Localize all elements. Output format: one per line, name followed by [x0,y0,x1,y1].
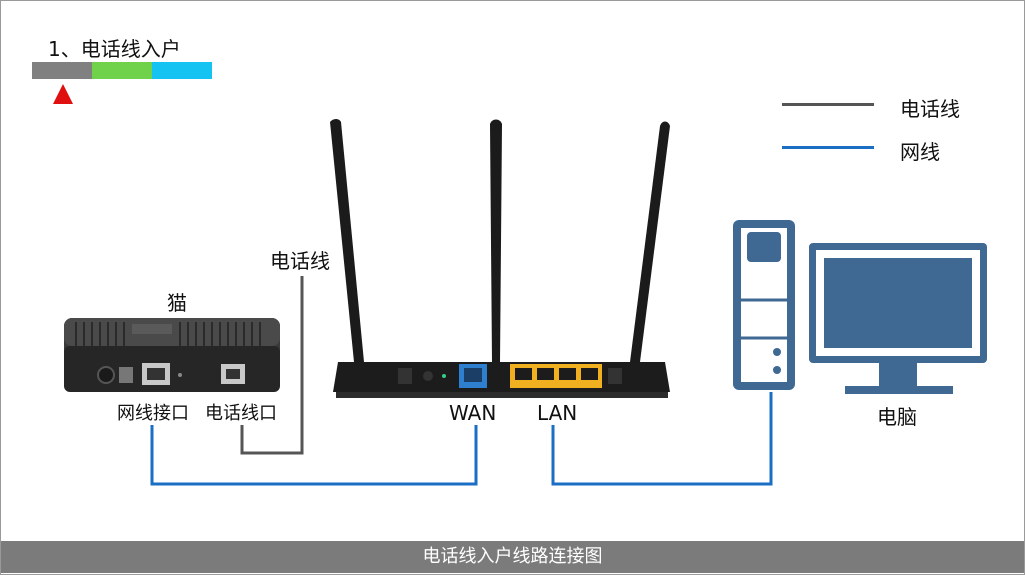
progress-segment-3 [152,62,212,79]
router-wan-label: WAN [449,401,497,425]
network-cable-lan-computer [551,392,773,486]
modem-label: 猫 [167,291,187,315]
phone-line-wire [240,276,304,455]
progress-marker-icon [53,84,73,104]
legend-network-cable-label: 网线 [900,140,940,164]
modem-phone-port-label: 电话线口 [205,403,277,424]
router-lan-label: LAN [537,401,578,425]
router-icon [330,119,670,398]
computer-monitor-icon [809,243,987,394]
diagram-caption: 电话线入户线路连接图 [1,541,1024,573]
legend-network-cable-swatch [782,146,874,149]
network-cable-modem-wan [150,425,478,486]
legend-phone-line-swatch [782,103,874,106]
computer-label: 电脑 [877,405,917,429]
modem-icon [64,318,280,392]
modem-network-port-label: 网线接口 [117,403,189,424]
phone-line-label: 电话线 [270,249,330,273]
legend-phone-line-label: 电话线 [900,97,960,121]
step-title: 1、电话线入户 [48,37,181,61]
computer-tower-icon [733,220,795,390]
step-progress-bar [32,62,212,79]
progress-segment-2 [92,62,152,79]
progress-segment-1 [32,62,92,79]
